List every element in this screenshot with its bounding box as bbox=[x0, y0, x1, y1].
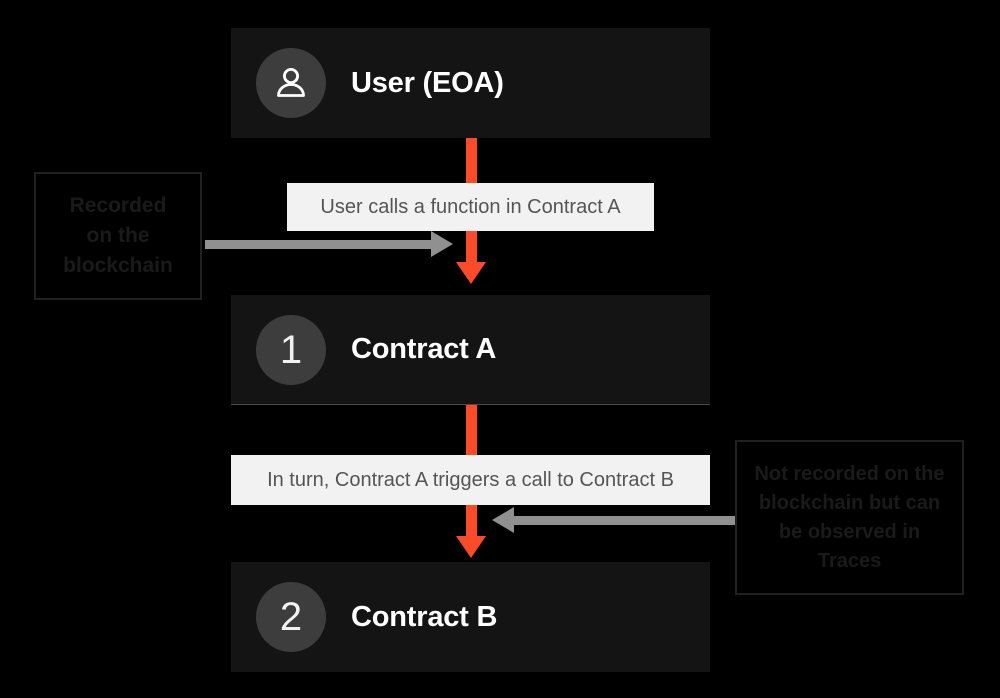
step-number: 1 bbox=[279, 327, 303, 372]
flow-arrow-user-to-a-lower bbox=[466, 228, 477, 266]
annotation-connector-left bbox=[205, 240, 433, 249]
node-contract-b[interactable]: 2 Contract B bbox=[231, 562, 710, 672]
annotation-line: be observed in bbox=[778, 520, 921, 543]
node-user[interactable]: User (EOA) bbox=[231, 28, 710, 138]
flow-arrow-user-to-a-upper bbox=[466, 138, 477, 186]
step-1-badge: 1 bbox=[256, 314, 326, 385]
flow-arrow-a-to-b-upper bbox=[466, 405, 477, 457]
person-icon bbox=[271, 63, 311, 103]
node-contract-a-label: Contract A bbox=[351, 333, 497, 365]
caption-user-to-a: User calls a function in Contract A bbox=[287, 183, 654, 231]
caption-a-to-b: In turn, Contract A triggers a call to C… bbox=[231, 455, 710, 505]
annotation-arrowhead-right bbox=[492, 507, 514, 533]
flow-arrowhead-user-to-a bbox=[456, 262, 486, 284]
annotation-recorded-on-blockchain: Recorded on the blockchain bbox=[34, 172, 202, 300]
annotation-line: on the bbox=[86, 224, 150, 248]
flow-arrowhead-a-to-b bbox=[456, 536, 486, 558]
annotation-connector-right bbox=[513, 516, 735, 525]
node-contract-b-label: Contract B bbox=[351, 600, 498, 633]
annotation-line: blockchain but can bbox=[758, 491, 941, 514]
annotation-line: Traces bbox=[817, 549, 882, 572]
user-badge bbox=[256, 48, 326, 118]
step-number: 2 bbox=[279, 595, 303, 639]
annotation-arrowhead-left bbox=[431, 231, 453, 257]
annotation-not-recorded-traces: Not recorded on the blockchain but can b… bbox=[735, 440, 964, 595]
annotation-line: Not recorded on the bbox=[754, 462, 945, 485]
node-contract-a[interactable]: 1 Contract A bbox=[231, 295, 710, 405]
node-user-label: User (EOA) bbox=[351, 66, 504, 99]
annotation-line: Recorded bbox=[69, 194, 167, 218]
annotation-line: blockchain bbox=[63, 253, 173, 277]
flow-arrow-a-to-b-lower bbox=[466, 502, 477, 540]
step-2-badge: 2 bbox=[256, 582, 326, 652]
